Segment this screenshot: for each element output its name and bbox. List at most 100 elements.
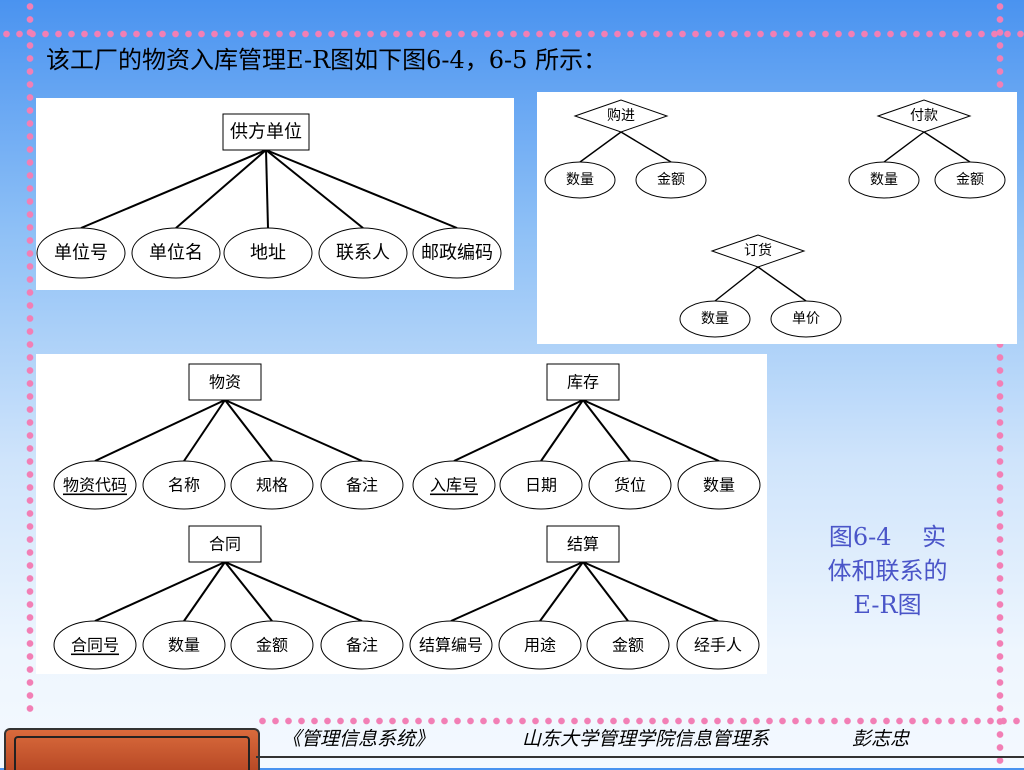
attribute-ellipse-supplier-1 [131,227,221,279]
edge-relation-2-1 [757,266,807,302]
relation-label-1: 付款 [910,108,938,124]
relation-attribute-label-1-1: 金额 [956,172,984,188]
relation-attribute-label-1-0: 数量 [870,172,898,188]
relation-attribute-ellipse-0-0 [544,161,616,199]
entity-attribute-label-1-1: 日期 [525,476,557,495]
edge-entity-0-2 [224,399,273,462]
attribute-ellipse-supplier-2 [223,227,313,279]
entity-attribute-ellipse-0-3 [320,460,404,510]
edge-entity-2-3 [224,561,363,622]
entity-attribute-ellipse-3-0 [409,620,493,670]
attribute-label-supplier-2: 地址 [250,243,286,264]
entity-attribute-label-0-0: 物资代码 [63,476,127,495]
entity-attribute-ellipse-1-0 [412,460,496,510]
entity-box-supplier [222,113,310,151]
edge-entity-1-3 [582,399,720,462]
page-title: 该工厂的物资入库管理E-R图如下图6-4，6-5 所示： [46,46,608,74]
entity-attribute-label-1-2: 货位 [614,476,646,495]
relation-attribute-label-2-1: 单价 [792,311,820,327]
footer-author: 彭志忠 [852,728,910,750]
relationships-diagram: 购进数量金额付款数量金额订货数量单价 [537,92,1017,344]
edge-entity-3-0 [450,561,584,622]
entity-attribute-label-1-0: 入库号 [430,476,478,495]
edge-relation-2-0 [714,266,759,302]
entity-attribute-ellipse-0-2 [230,460,314,510]
attribute-label-supplier-3: 联系人 [336,243,390,264]
attribute-ellipse-supplier-3 [318,227,408,279]
edge-entity-2-2 [224,561,273,622]
entity-attribute-label-3-0: 结算编号 [419,636,483,655]
edge-entity-1-1 [540,399,584,462]
edge-relation-0-1 [620,131,672,163]
entity-attribute-ellipse-2-3 [320,620,404,670]
entities-svg: 物资物资代码名称规格备注库存入库号日期货位数量合同合同号数量金额备注结算结算编号… [53,363,761,670]
entity-label-0: 物资 [209,373,241,392]
edge-entity-2-0 [94,561,226,622]
dotted-border-bottom [256,716,1024,726]
footer-institution: 山东大学管理学院信息管理系 [522,728,770,750]
footer-book-title: 《管理信息系统》 [282,728,435,750]
entity-box-2 [188,525,262,563]
relation-attribute-ellipse-2-0 [679,300,751,338]
entity-attribute-label-2-3: 备注 [346,636,378,655]
edge-entity-0-3 [224,399,363,462]
relation-attribute-ellipse-2-1 [770,300,842,338]
relation-diamond-2 [710,234,806,268]
edge-entity-2-1 [183,561,226,622]
entity-attribute-label-0-2: 规格 [256,476,288,495]
relation-attribute-label-0-1: 金额 [657,172,685,188]
footer-divider [256,756,1024,758]
entity-box-1 [546,363,620,401]
relation-label-0: 购进 [607,108,635,124]
edge-entity-3-3 [582,561,719,622]
entities-diagram: 物资物资代码名称规格备注库存入库号日期货位数量合同合同号数量金额备注结算结算编号… [36,354,767,674]
edge-relation-0-0 [579,131,622,163]
entity-label-2: 合同 [209,535,241,554]
entity-box-3 [546,525,620,563]
relation-attribute-label-2-0: 数量 [701,311,729,327]
caption-line-2: 体和联系的 [827,557,948,585]
entity-label-1: 库存 [567,373,599,392]
entity-attribute-ellipse-0-0 [53,460,137,510]
entity-attribute-ellipse-3-1 [498,620,582,670]
entity-attribute-ellipse-2-2 [230,620,314,670]
edge-supplier-3 [265,149,364,229]
entity-attribute-label-0-1: 名称 [168,476,200,495]
entity-attribute-label-3-1: 用途 [524,636,556,655]
entity-attribute-label-0-3: 备注 [346,476,378,495]
supplier-entity-svg: 供方单位单位号单位名地址联系人邮政编码 [36,113,502,279]
figure-caption: 图6-4 实 体和联系的 E-R图 [800,520,975,622]
attribute-ellipse-supplier-0 [36,227,126,279]
entity-label-supplier: 供方单位 [230,122,302,143]
supplier-entity-diagram: 供方单位单位号单位名地址联系人邮政编码 [36,98,514,290]
relation-attribute-ellipse-0-1 [635,161,707,199]
edge-relation-1-0 [883,131,925,163]
entity-attribute-ellipse-2-1 [142,620,226,670]
entity-attribute-label-2-1: 数量 [168,636,200,655]
relation-label-2: 订货 [744,242,772,259]
entity-attribute-ellipse-1-1 [499,460,583,510]
edge-entity-1-2 [582,399,631,462]
dotted-border-top [0,29,1024,39]
relation-diamond-1 [876,99,972,133]
attribute-ellipse-supplier-4 [412,227,502,279]
entity-attribute-label-2-2: 金额 [256,636,288,655]
entity-label-3: 结算 [567,535,599,554]
caption-line-3: E-R图 [853,591,922,619]
relation-attribute-label-0-0: 数量 [566,172,594,188]
relation-attribute-ellipse-1-1 [934,161,1006,199]
entity-attribute-ellipse-3-3 [676,620,760,670]
edge-relation-1-1 [923,131,971,163]
entity-attribute-label-3-3: 经手人 [694,636,742,655]
dotted-border-left [25,0,35,718]
relation-diamond-0 [573,99,669,133]
edge-entity-3-2 [582,561,629,622]
attribute-label-supplier-4: 邮政编码 [421,243,493,264]
edge-supplier-0 [80,149,267,229]
edge-supplier-2 [265,149,269,229]
entity-attribute-ellipse-2-0 [53,620,137,670]
attribute-label-supplier-1: 单位名 [149,243,203,264]
edge-supplier-4 [265,149,458,229]
dotted-border-right [995,0,1005,768]
